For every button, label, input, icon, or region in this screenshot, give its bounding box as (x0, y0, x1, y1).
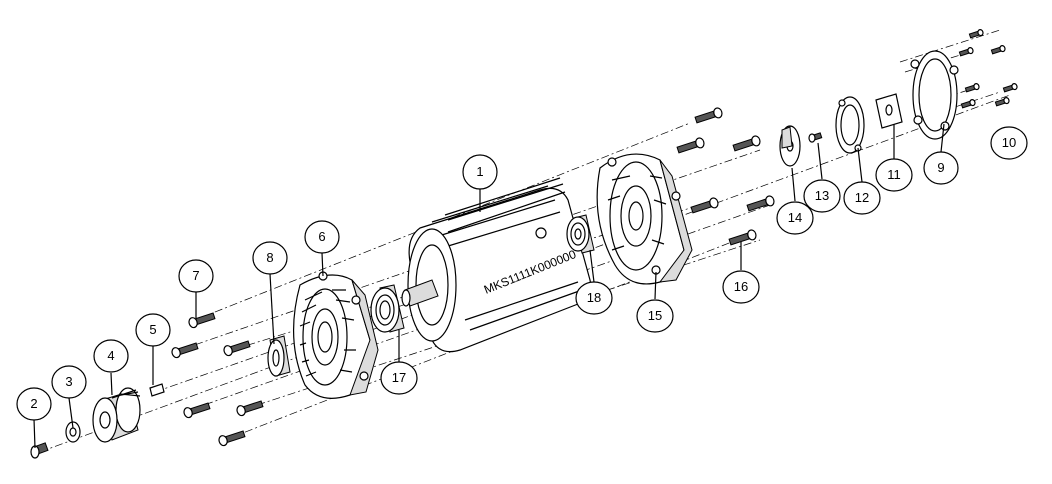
svg-text:11: 11 (887, 167, 901, 182)
callout-14: 14 (776, 201, 814, 235)
callout-12: 12 (843, 181, 881, 215)
callout-17: 17 (380, 361, 418, 395)
svg-text:4: 4 (107, 348, 114, 363)
svg-text:10: 10 (1002, 135, 1016, 150)
callout-3: 3 (51, 365, 87, 399)
part-14-encoder-disc (779, 125, 801, 167)
svg-text:14: 14 (788, 210, 802, 225)
part-10-screws (958, 29, 1018, 109)
callout-8: 8 (252, 241, 288, 275)
part-17-bearing (370, 284, 405, 333)
svg-text:7: 7 (192, 268, 199, 283)
part-11-gasket-plate (875, 93, 903, 129)
part-9-rear-cover (910, 50, 959, 140)
svg-text:8: 8 (266, 250, 273, 265)
part-15-rear-flange (596, 153, 693, 285)
callout-2: 2 (16, 387, 52, 421)
part-16-screws (676, 107, 775, 246)
callout-18: 18 (575, 281, 613, 315)
svg-text:16: 16 (734, 279, 748, 294)
part-18-bearing (566, 214, 595, 254)
part-2-bolt (30, 442, 49, 459)
part-4-pulley (92, 387, 141, 443)
callouts: 1 2 3 4 5 6 7 8 (16, 126, 1028, 421)
callout-5: 5 (135, 313, 171, 347)
svg-text:2: 2 (30, 396, 37, 411)
callout-6: 6 (304, 220, 340, 254)
svg-text:12: 12 (855, 190, 869, 205)
part-13-screw (808, 132, 823, 143)
svg-text:18: 18 (587, 290, 601, 305)
svg-text:1: 1 (476, 164, 483, 179)
callout-11: 11 (875, 158, 913, 192)
part-8-seal (267, 335, 291, 377)
part-6-front-flange (292, 271, 379, 399)
part-7-screws (171, 312, 264, 447)
callout-9: 9 (923, 151, 959, 185)
part-5-key (149, 383, 165, 397)
callout-4: 4 (93, 339, 129, 373)
callout-13: 13 (803, 179, 841, 213)
callout-1: 1 (462, 154, 498, 190)
svg-text:6: 6 (318, 229, 325, 244)
svg-text:9: 9 (937, 160, 944, 175)
svg-text:17: 17 (392, 370, 406, 385)
callout-15: 15 (636, 299, 674, 333)
callout-16: 16 (722, 270, 760, 304)
part-12-sensor-ring (835, 96, 865, 154)
svg-text:15: 15 (648, 308, 662, 323)
callout-7: 7 (178, 259, 214, 293)
svg-text:13: 13 (815, 188, 829, 203)
part-3-washer (65, 421, 81, 443)
callout-10: 10 (990, 126, 1028, 160)
part-1-motor-housing: MKS1111K000000 (401, 177, 592, 353)
svg-text:5: 5 (149, 322, 156, 337)
callout-leaders (33, 123, 945, 449)
svg-text:3: 3 (65, 374, 72, 389)
